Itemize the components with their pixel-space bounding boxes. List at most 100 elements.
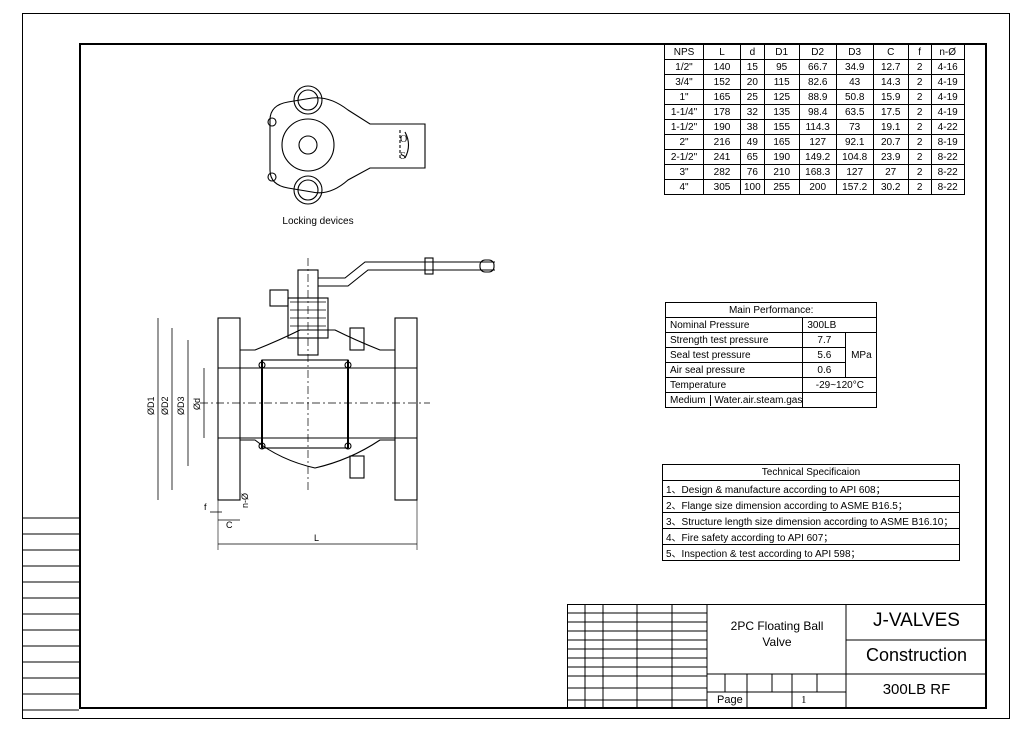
dimension-cell: 15 xyxy=(740,59,765,75)
dimension-cell: 2 xyxy=(907,59,932,75)
pressure-rating: 300LB RF xyxy=(882,681,951,698)
header-cell: NPS xyxy=(664,44,704,60)
dimension-cell: 50.8 xyxy=(835,89,874,105)
dimension-cell: 127 xyxy=(835,164,874,180)
perf-unit: MPa xyxy=(845,332,878,378)
dimension-cell: 38 xyxy=(740,119,765,135)
spec-item: 5、Inspection & test according to API 598… xyxy=(662,544,960,561)
lock-o-label: O xyxy=(400,134,407,145)
dimension-cell: 63.5 xyxy=(835,104,874,120)
seat-ring xyxy=(258,361,266,369)
dimension-cell: 27 xyxy=(872,164,909,180)
header-cell: C xyxy=(872,44,909,60)
dimension-cell: 178 xyxy=(703,104,741,120)
dimension-cell: 32 xyxy=(740,104,765,120)
dimension-cell: 190 xyxy=(763,149,800,165)
outer-frame xyxy=(22,13,1010,719)
dimension-cell: 190 xyxy=(703,119,741,135)
dimension-table-header: NPS L d D1 D2 D3 C f n-Ø xyxy=(664,44,965,60)
technical-spec-table: Technical Specificaion 1、Design & manufa… xyxy=(662,464,960,561)
dim-f-label: f xyxy=(204,502,207,512)
header-cell: f xyxy=(907,44,932,60)
header-cell: n-Ø xyxy=(930,44,965,60)
perf-label: Nominal Pressure xyxy=(664,317,804,333)
dimension-cell: 140 xyxy=(703,59,741,75)
dimension-cell: 82.6 xyxy=(798,74,837,90)
page-number: 1 xyxy=(801,694,807,706)
dimension-cell: 66.7 xyxy=(798,59,837,75)
dimension-cell: 127 xyxy=(798,134,837,150)
dim-d-label: Ød xyxy=(192,398,202,410)
perf-value: 300LB xyxy=(802,317,878,333)
dimension-cell: 4-19 xyxy=(930,74,965,90)
dimension-cell: 3" xyxy=(664,164,704,180)
body-bolt xyxy=(349,455,365,479)
spec-item: 1、Design & manufacture according to API … xyxy=(662,480,960,497)
dimension-cell: 135 xyxy=(763,104,800,120)
dim-l-label: L xyxy=(314,533,319,543)
technical-spec-title: Technical Specificaion xyxy=(662,464,960,481)
dimension-cell: 4-22 xyxy=(930,119,965,135)
lock-bolt-hole xyxy=(293,175,323,205)
dimension-cell: 8-22 xyxy=(930,149,965,165)
handle-grip xyxy=(424,257,434,275)
valve-section-drawing: ØD1 ØD2 ØD3 Ød n-Ø f C L xyxy=(146,257,495,550)
perf-label: Air seal pressure xyxy=(664,362,804,378)
main-performance-title: Main Performance: xyxy=(664,302,878,318)
dimension-cell: 155 xyxy=(763,119,800,135)
title-block: 2PC Floating Ball Valve J-VALVES Constru… xyxy=(567,604,987,709)
left-flange xyxy=(217,317,241,501)
dimension-cell: 1" xyxy=(664,89,704,105)
dimension-cell: 125 xyxy=(763,89,800,105)
drawing-border xyxy=(79,43,987,709)
spec-item: 3、Structure length size dimension accord… xyxy=(662,512,960,529)
dimension-cell: 2 xyxy=(907,164,932,180)
dimension-cell: 20 xyxy=(740,74,765,90)
locking-devices-label: Locking devices xyxy=(282,216,353,227)
dimension-cell: 4-19 xyxy=(930,104,965,120)
spec-item: 4、Fire safety according to API 607； xyxy=(662,528,960,545)
dimension-cell: 2 xyxy=(907,134,932,150)
spec-item: 2、Flange size dimension according to ASM… xyxy=(662,496,960,513)
header-cell: D2 xyxy=(798,44,837,60)
dimension-cell: 255 xyxy=(763,179,800,195)
dimension-cell: 1-1/2" xyxy=(664,119,704,135)
dim-d3-label: ØD3 xyxy=(176,396,186,415)
dimension-cell: 8-19 xyxy=(930,134,965,150)
dimension-cell: 149.2 xyxy=(798,149,837,165)
dimension-cell: 282 xyxy=(703,164,741,180)
body-bottom xyxy=(240,439,395,469)
dimension-cell: 23.9 xyxy=(872,149,909,165)
dimension-cell: 25 xyxy=(740,89,765,105)
company-name: J-VALVES xyxy=(873,610,960,631)
dimension-cell: 216 xyxy=(703,134,741,150)
dimension-cell: 2 xyxy=(907,89,932,105)
dim-d2-label: ØD2 xyxy=(160,396,170,415)
dimension-cell: 43 xyxy=(835,74,874,90)
lock-s-label: S xyxy=(400,151,406,162)
dimension-cell: 4" xyxy=(664,179,704,195)
dimension-cell: 2 xyxy=(907,74,932,90)
header-cell: D3 xyxy=(835,44,874,60)
perf-label-medium: Medium Water.air.steam.gas xyxy=(664,392,804,408)
perf-value: 7.7 xyxy=(802,332,847,348)
dimension-cell: 17.5 xyxy=(872,104,909,120)
handle-top xyxy=(318,261,495,279)
dimension-cell: 2 xyxy=(907,149,932,165)
dimension-cell: 8-22 xyxy=(930,179,965,195)
dimension-cell: 76 xyxy=(740,164,765,180)
dimension-cell: 49 xyxy=(740,134,765,150)
dimension-cell: 114.3 xyxy=(798,119,837,135)
dimension-cell: 2-1/2" xyxy=(664,149,704,165)
dimension-cell: 34.9 xyxy=(835,59,874,75)
lock-bolt-hole xyxy=(297,89,319,111)
dimension-cell: 65 xyxy=(740,149,765,165)
dimension-cell: 305 xyxy=(703,179,741,195)
dimension-cell: 88.9 xyxy=(798,89,837,105)
dimension-cell: 1-1/4" xyxy=(664,104,704,120)
